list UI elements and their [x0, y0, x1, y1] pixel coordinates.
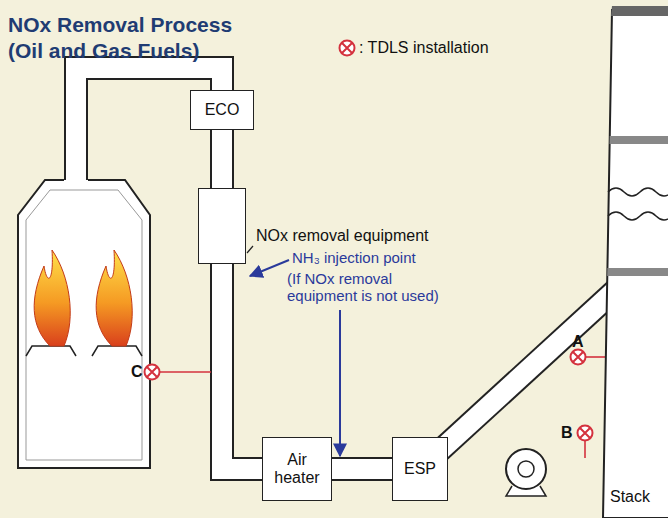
injection-arrow [250, 260, 289, 276]
injection-note: NH₃ injection point [292, 249, 416, 266]
legend-text: : TDLS installation [359, 39, 489, 56]
duct-wall [222, 264, 262, 469]
stack-body [603, 10, 668, 518]
node-label: Air heater [263, 451, 331, 488]
injection-note: (If NOx removal equipment is not used) [287, 270, 465, 305]
point-letter: C [131, 363, 143, 381]
burner [92, 346, 142, 356]
duct-interior [332, 459, 392, 479]
stack-cap [611, 6, 668, 16]
tdls-marker [578, 426, 593, 441]
duct-interior [222, 264, 262, 469]
fan [506, 449, 546, 496]
leader-line [247, 246, 253, 253]
economizer-box: ECO [190, 90, 254, 130]
duct [332, 469, 392, 470]
stack-band [607, 268, 668, 276]
duct-wall [210, 130, 234, 188]
esp-box: ESP [392, 437, 448, 501]
legend-symbol [340, 41, 355, 56]
node-label: ESP [404, 460, 436, 478]
duct-interior [212, 130, 232, 188]
break-line [608, 188, 668, 196]
burner [26, 346, 76, 356]
stack: Stack [600, 6, 668, 518]
title: NOx Removal Process (Oil and Gas Fuels) [8, 12, 240, 65]
duct-wall [332, 457, 392, 481]
flame [96, 250, 132, 346]
boiler-inner [26, 190, 142, 460]
air-heater-box: Air heater [262, 437, 332, 501]
node-label: Stack [610, 488, 650, 506]
tdls-marker [145, 365, 160, 380]
boiler-body [18, 180, 150, 468]
tdls-marker [571, 350, 586, 365]
marker-leader [586, 356, 606, 358]
node-label: NOx removal equipment [256, 227, 429, 245]
legend-item: : TDLS installation [359, 39, 489, 57]
node-label: ECO [205, 101, 240, 119]
marker-leader [584, 441, 586, 458]
nox-removal-box: NOx removal equipment [198, 188, 246, 264]
point-letter: B [561, 424, 573, 442]
break-line [608, 212, 668, 220]
flame [34, 250, 70, 346]
stack-outline [600, 6, 668, 518]
marker-leader [160, 371, 211, 373]
duct [222, 130, 223, 188]
duct [222, 264, 262, 469]
injection-arrow [339, 310, 341, 456]
point-letter: A [572, 333, 584, 351]
stack-band [610, 136, 668, 144]
